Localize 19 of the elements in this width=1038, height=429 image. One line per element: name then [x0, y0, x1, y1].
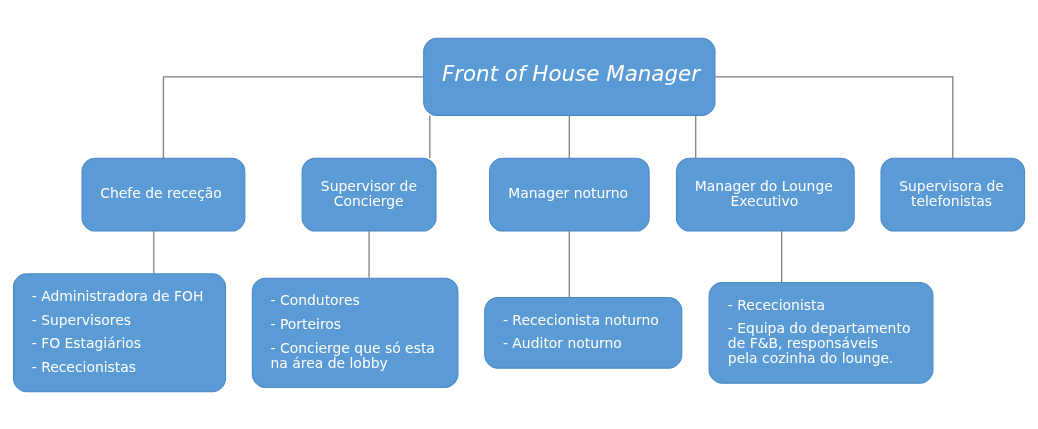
connector — [568, 230, 570, 298]
node-box: Manager noturno — [489, 157, 650, 232]
node-box: - Administradora de FOH - Supervisores - FO Estagiários - Rececionistas — [12, 272, 227, 392]
connector — [153, 230, 155, 274]
node-box: - Rececionista noturno - Auditor noturno — [484, 296, 683, 369]
connector — [781, 230, 783, 283]
node-box: Front of House Manager — [423, 37, 716, 116]
node-box: Supervisor de Concierge — [301, 157, 437, 232]
connector — [162, 75, 425, 159]
connector — [568, 114, 570, 159]
node-box: Chefe de receção — [81, 157, 246, 232]
connector — [368, 230, 370, 278]
node-box: - Condutores - Porteiros - Concierge que só esta na área de lobby — [251, 277, 459, 388]
connector — [695, 114, 697, 159]
node-box: - Rececionista - Equipa do departamento de F&B, responsáveis pela cozinha do lounge. — [708, 281, 934, 384]
connector — [429, 114, 431, 159]
node-box: Supervisora de telefonistas — [880, 157, 1026, 232]
connector — [714, 75, 954, 159]
node-box: Manager do Lounge Executivo — [675, 157, 855, 232]
